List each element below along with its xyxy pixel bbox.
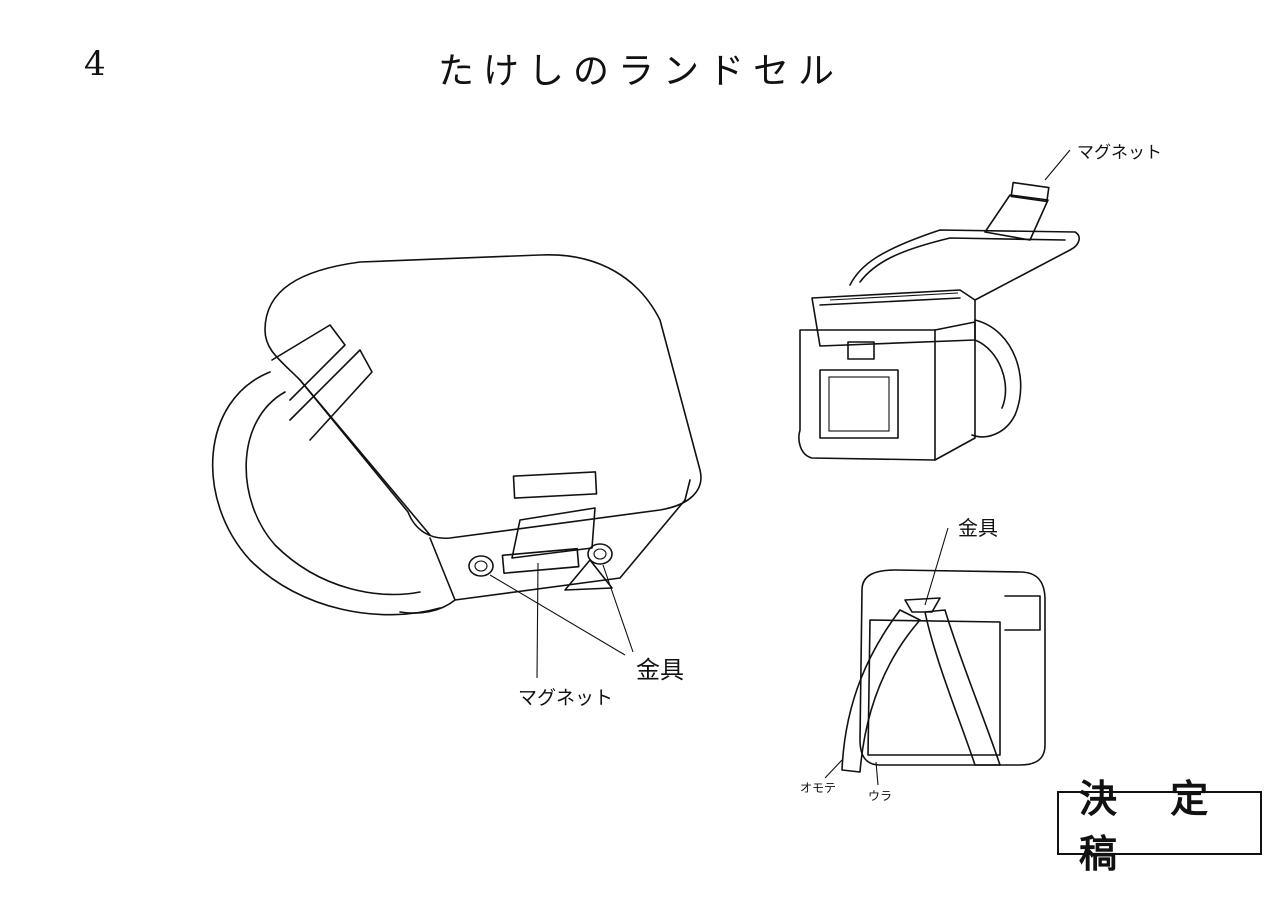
open-bag-drawing: [798, 149, 1080, 461]
label-ura: ウラ: [868, 789, 892, 803]
page-number: 4: [84, 44, 106, 84]
label-metal-fitting-back: 金具: [958, 516, 998, 540]
label-metal-fitting-main: 金具: [636, 656, 684, 684]
label-omote: オモテ: [800, 781, 836, 795]
label-magnet-main: マグネット: [518, 687, 613, 709]
back-bag-drawing: [824, 527, 1046, 786]
label-magnet-top: マグネット: [1077, 143, 1162, 163]
page-title: たけしのランドセル: [438, 51, 844, 92]
main-bag-drawing: [211, 254, 702, 679]
